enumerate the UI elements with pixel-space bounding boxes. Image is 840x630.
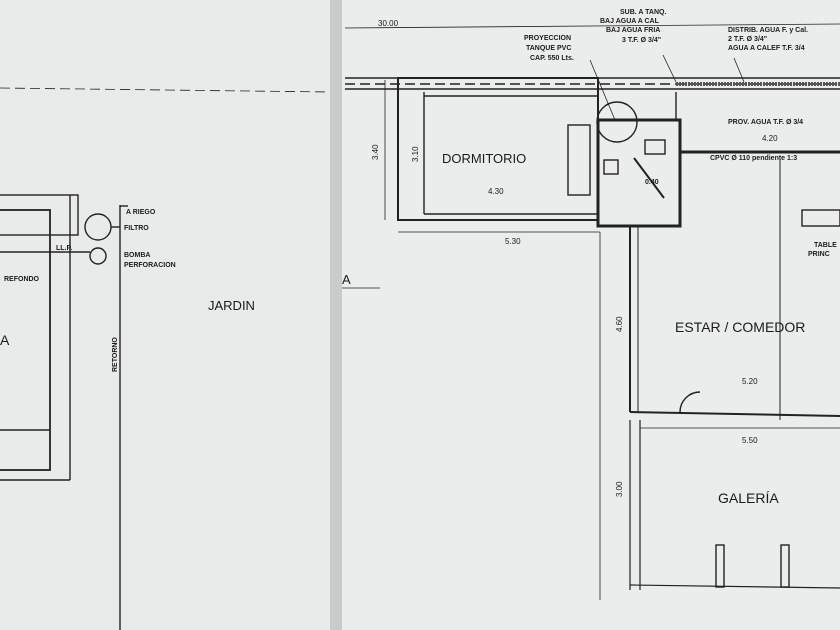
room-label-dormitorio: DORMITORIO [442, 151, 526, 166]
closet [567, 124, 591, 196]
svg-text:SUB. A TANQ.: SUB. A TANQ. [620, 9, 666, 16]
dim-340: 3.40 [371, 144, 380, 160]
svg-text:2 T.F. Ø 3/4": 2 T.F. Ø 3/4" [728, 36, 767, 43]
right-sheet [340, 0, 840, 630]
tablero-box [801, 209, 840, 227]
svg-text:CAP. 550 Lts.: CAP. 550 Lts. [530, 55, 574, 62]
dim-300: 3.00 [615, 481, 624, 497]
tank-note: PROYECCION TANQUE PVC CAP. 550 Lts. [524, 35, 574, 62]
supply-note: SUB. A TANQ. BAJ AGUA A CAL BAJ AGUA FRI… [600, 9, 666, 44]
overall-dimension: 30.00 [378, 19, 399, 28]
bomba-label: BOMBA [124, 252, 150, 259]
perforacion-label: PERFORACION [124, 262, 176, 269]
dim-520: 5.20 [742, 377, 758, 386]
svg-text:AGUA A CALEF T.F. 3/4: AGUA A CALEF T.F. 3/4 [728, 45, 805, 52]
sheet-fold [330, 0, 342, 630]
svg-text:BAJ AGUA A CAL: BAJ AGUA A CAL [600, 18, 660, 25]
pool-label: A [0, 332, 10, 348]
prov-agua-note: PROV. AGUA T.F. Ø 3/4 [728, 119, 803, 126]
dim-530: 5.30 [505, 237, 521, 246]
column [715, 544, 725, 588]
svg-text:DISTRIB. AGUA F. y Cal.: DISTRIB. AGUA F. y Cal. [728, 27, 808, 34]
pump-symbol [89, 247, 107, 265]
left-sheet [0, 0, 332, 630]
svg-text:PROYECCION: PROYECCION [524, 35, 571, 42]
tablero-label-2: PRINC [808, 251, 830, 258]
column [780, 544, 790, 588]
shower-line [633, 157, 665, 199]
door-swing [679, 391, 701, 413]
dim-040: 0.40 [645, 179, 659, 186]
dimension-line-top [344, 23, 840, 29]
toilet-fixture [603, 159, 619, 175]
room-label-galeria: GALERÍA [718, 490, 779, 506]
retorno-label: RETORNO [112, 337, 119, 372]
pool-pipe-loop [0, 194, 79, 236]
bathroom-walls [596, 118, 682, 228]
pool-outline [0, 209, 51, 471]
cpvc-note: CPVC Ø 110 pendiente 1:3 [710, 155, 797, 162]
filtro-label: FILTRO [124, 225, 149, 232]
estar-wall-bottom [629, 411, 840, 417]
svg-text:TANQUE PVC: TANQUE PVC [526, 45, 571, 52]
dim-430: 4.30 [488, 187, 504, 196]
svg-text:3 T.F. Ø 3/4": 3 T.F. Ø 3/4" [622, 37, 661, 44]
llp-label: LL.P. [56, 245, 72, 252]
riego-label: A RIEGO [126, 209, 156, 216]
section-marker: A [342, 272, 351, 287]
sink-fixture [644, 139, 666, 155]
dim-310: 3.10 [411, 146, 420, 162]
dim-550: 5.50 [742, 436, 758, 445]
distrib-note: DISTRIB. AGUA F. y Cal. 2 T.F. Ø 3/4" AG… [728, 27, 808, 52]
tank-projection [596, 101, 638, 143]
room-label-jardin: JARDIN [208, 298, 255, 313]
galeria-bottom [629, 584, 840, 589]
room-label-estar: ESTAR / COMEDOR [675, 319, 805, 335]
property-line-left [0, 87, 331, 93]
tablero-label: TABLE [814, 242, 837, 249]
dim-420: 4.20 [762, 134, 778, 143]
refondo-label: REFONDO [4, 276, 40, 283]
svg-text:BAJ AGUA FRIA: BAJ AGUA FRIA [606, 27, 660, 34]
dim-460: 4.60 [615, 316, 624, 332]
